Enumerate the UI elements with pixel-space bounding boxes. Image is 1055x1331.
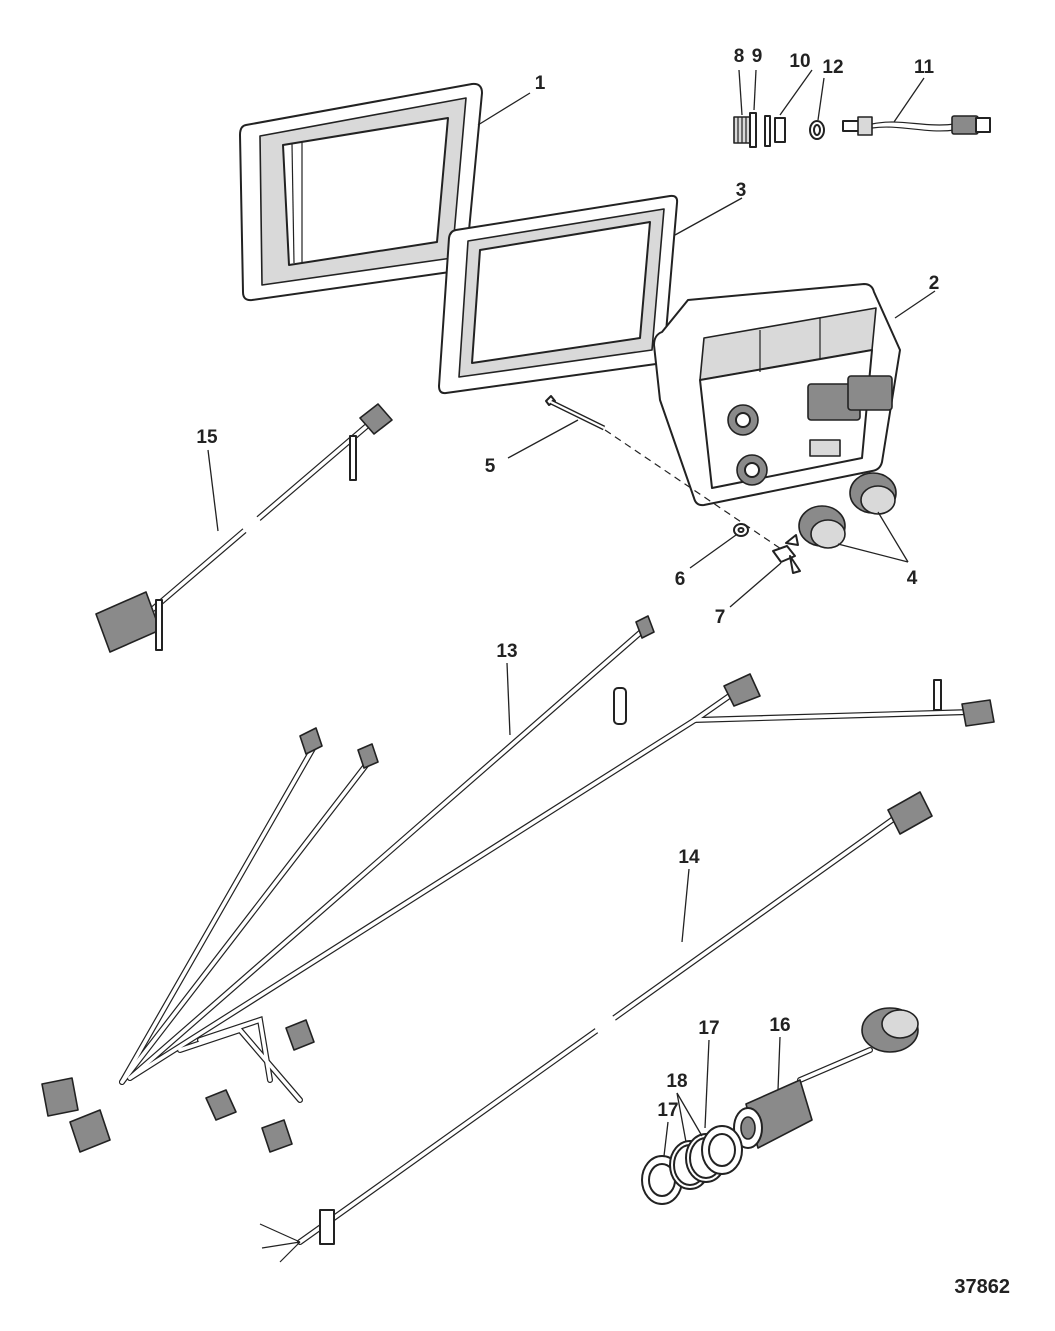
part-mounting-stud [545, 395, 791, 556]
callout-17b: 17 [698, 1018, 719, 1039]
leader-lines [207, 69, 936, 1157]
callout-2: 2 [929, 273, 940, 294]
callout-8: 8 [734, 46, 745, 67]
part-gasket [438, 194, 679, 395]
callout-13: 13 [496, 641, 517, 662]
figure-number: 37862 [954, 1276, 1010, 1298]
part-display-housing [653, 283, 901, 507]
callout-18: 18 [666, 1071, 687, 1092]
callout-6: 6 [675, 569, 686, 590]
part-bulkhead-connector [733, 1007, 919, 1149]
part-dust-caps [798, 472, 897, 549]
callout-3: 3 [736, 180, 747, 201]
part-bezel-outer [239, 82, 483, 302]
part-sensor-lead [842, 115, 991, 136]
callout-11: 11 [914, 57, 935, 78]
callout-9: 9 [752, 46, 763, 67]
callout-10: 10 [789, 51, 810, 72]
part-main-harness [41, 615, 995, 1153]
callout-4: 4 [907, 568, 918, 589]
callout-16: 16 [769, 1015, 790, 1036]
callout-1: 1 [535, 73, 546, 94]
callout-15: 15 [196, 427, 218, 448]
callout-5: 5 [485, 456, 496, 477]
callout-17a: 17 [657, 1100, 678, 1121]
callout-12: 12 [822, 57, 843, 78]
part-washer [733, 523, 749, 537]
callout-7: 7 [715, 607, 726, 628]
callout-labels: 1 2 3 4 5 6 7 8 9 10 11 12 13 14 15 16 1… [196, 46, 939, 1121]
part-power-harness [259, 791, 933, 1263]
part-small-hardware [733, 112, 825, 148]
part-harness-short [95, 403, 393, 653]
part-wing-nut [772, 534, 801, 574]
callout-14: 14 [678, 847, 700, 868]
part-nuts-seals [641, 1125, 743, 1205]
